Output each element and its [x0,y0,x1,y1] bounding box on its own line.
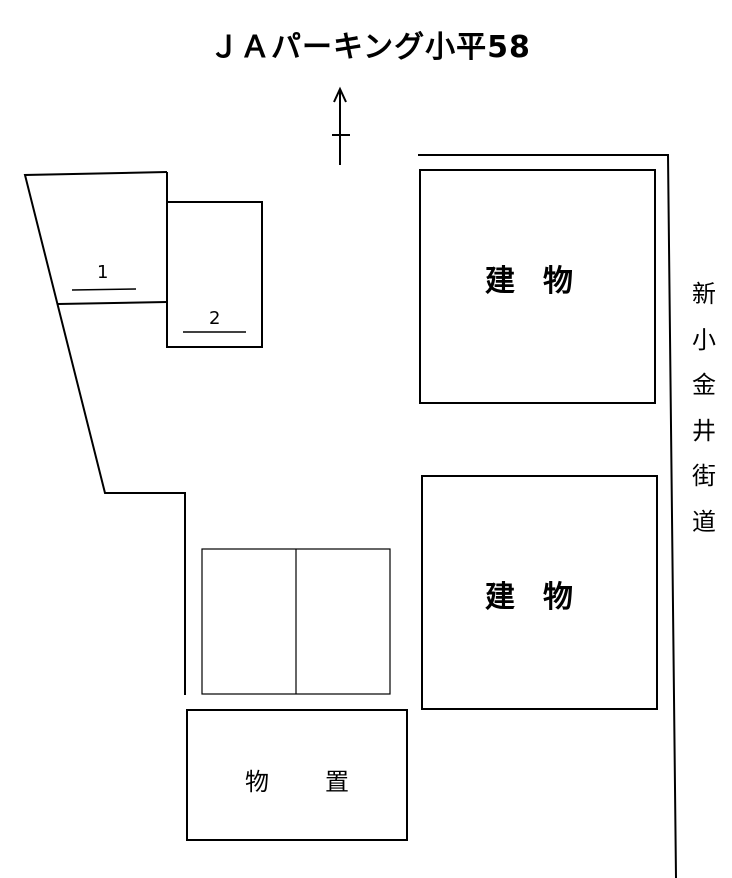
road-label: 新小金井街道 [692,280,716,536]
storage-label: 物置 [245,768,405,796]
parking-space-1[interactable] [57,301,168,305]
space-1-label: 1 [97,262,109,283]
building-2-label: 建物 [485,580,601,615]
road-edge [418,154,677,878]
building-1-label: 建物 [485,264,601,299]
building-1 [419,169,656,404]
building-2 [421,475,658,710]
space-2-label: 2 [209,308,221,329]
page-title: ＪＡパーキング小平58 [209,30,531,65]
parking-space-2[interactable] [166,201,263,348]
space-1-underline [71,288,137,291]
north-arrow-icon [332,86,350,165]
storage-box [186,709,408,841]
lot-boundary [23,171,186,695]
